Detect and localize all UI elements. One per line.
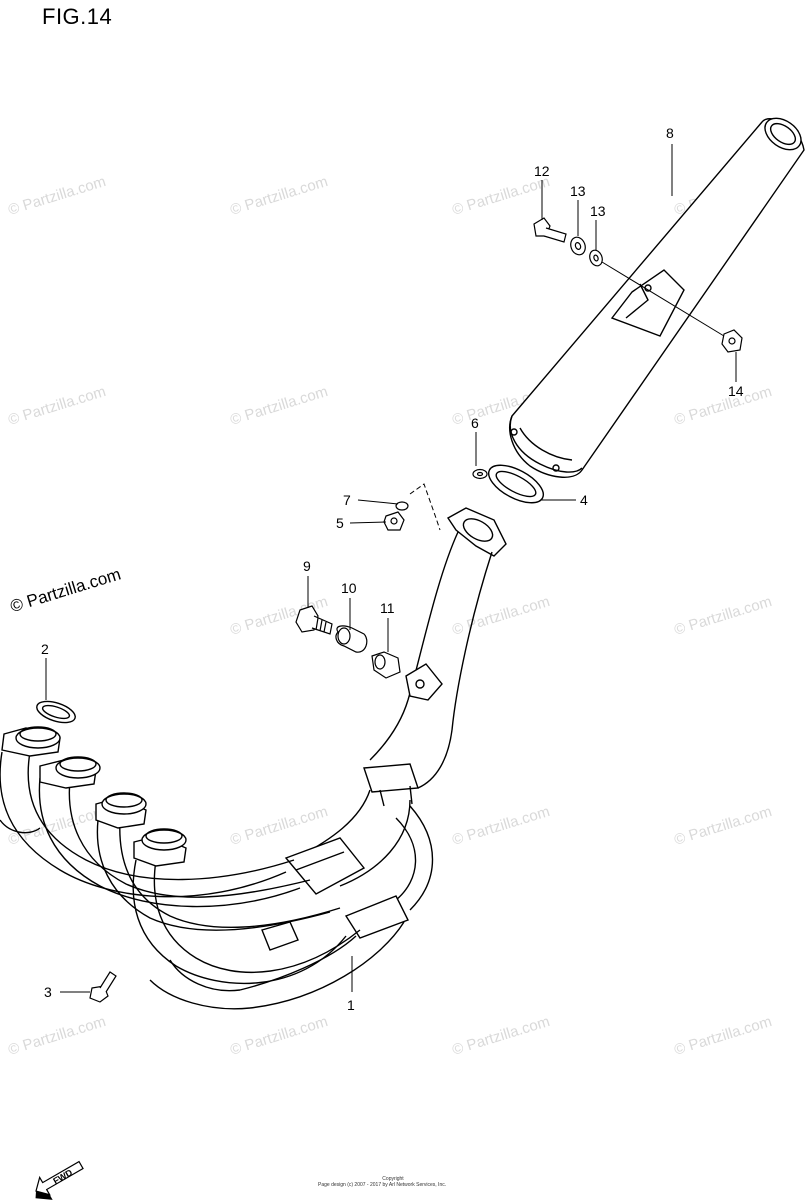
callout-13a: 13: [570, 183, 586, 199]
washer-6: [472, 468, 488, 480]
callout-10: 10: [341, 580, 357, 596]
watermark: © Partzilla.com: [228, 803, 330, 849]
collar-10: [335, 625, 368, 653]
bushing-11: [371, 651, 401, 679]
callout-14: 14: [728, 383, 744, 399]
callout-2: 2: [41, 641, 49, 657]
watermark: © Partzilla.com: [228, 173, 330, 219]
watermark: © Partzilla.com: [450, 803, 552, 849]
washer-13b: [589, 249, 603, 267]
head-gasket: [36, 700, 76, 724]
watermark: © Partzilla.com: [672, 803, 774, 849]
copyright-line-2: Page design (c) 2007 - 2017 by Arl Netwo…: [318, 1182, 447, 1188]
exhaust-pipe-assembly: [0, 507, 507, 1010]
nut-14: [721, 329, 743, 353]
callout-9: 9: [303, 558, 311, 574]
washer-13a: [570, 236, 586, 256]
figure-title: FIG.14: [42, 4, 113, 29]
callout-4: 4: [580, 492, 588, 508]
callout-11: 11: [380, 600, 395, 616]
watermark: © Partzilla.com: [6, 1013, 108, 1059]
watermark: © Partzilla.com: [672, 593, 774, 639]
watermark: © Partzilla.com: [6, 383, 108, 429]
watermark: © Partzilla.com: [672, 383, 774, 429]
copyright-notice: Copyright Page design (c) 2007 - 2017 by…: [318, 1176, 468, 1188]
bolt-9: [295, 605, 333, 635]
callout-12: 12: [534, 163, 550, 179]
callout-13b: 13: [590, 203, 606, 219]
muffler: [509, 117, 805, 478]
fwd-arrow: FWD: [35, 1160, 84, 1200]
watermark: © Partzilla.com: [228, 383, 330, 429]
callout-1: 1: [347, 997, 355, 1013]
nut-5: [383, 511, 405, 531]
watermark: © Partzilla.com: [450, 593, 552, 639]
gasket-ring: [488, 464, 544, 504]
leader-lines: [45, 144, 737, 993]
callout-3: 3: [44, 984, 52, 1000]
callout-6: 6: [471, 415, 479, 431]
bolt-3: [89, 971, 117, 1003]
watermark: © Partzilla.com: [6, 803, 108, 849]
watermark: © Partzilla.com: [6, 173, 108, 219]
callout-7: 7: [343, 492, 351, 508]
callouts: 8 12 13 13 14 6 4 7 5 9 10 11 2 3 1: [41, 125, 744, 1013]
callout-5: 5: [336, 515, 344, 531]
watermark: © Partzilla.com: [672, 1013, 774, 1059]
watermark: © Partzilla.com: [228, 1013, 330, 1059]
watermark: © Partzilla.com: [450, 1013, 552, 1059]
bolt-12: [533, 217, 567, 243]
washer-7: [395, 501, 409, 511]
callout-8: 8: [666, 125, 674, 141]
watermark: © Partzilla.com: [450, 173, 552, 219]
copyright-line-1: Copyright: [382, 1176, 404, 1182]
